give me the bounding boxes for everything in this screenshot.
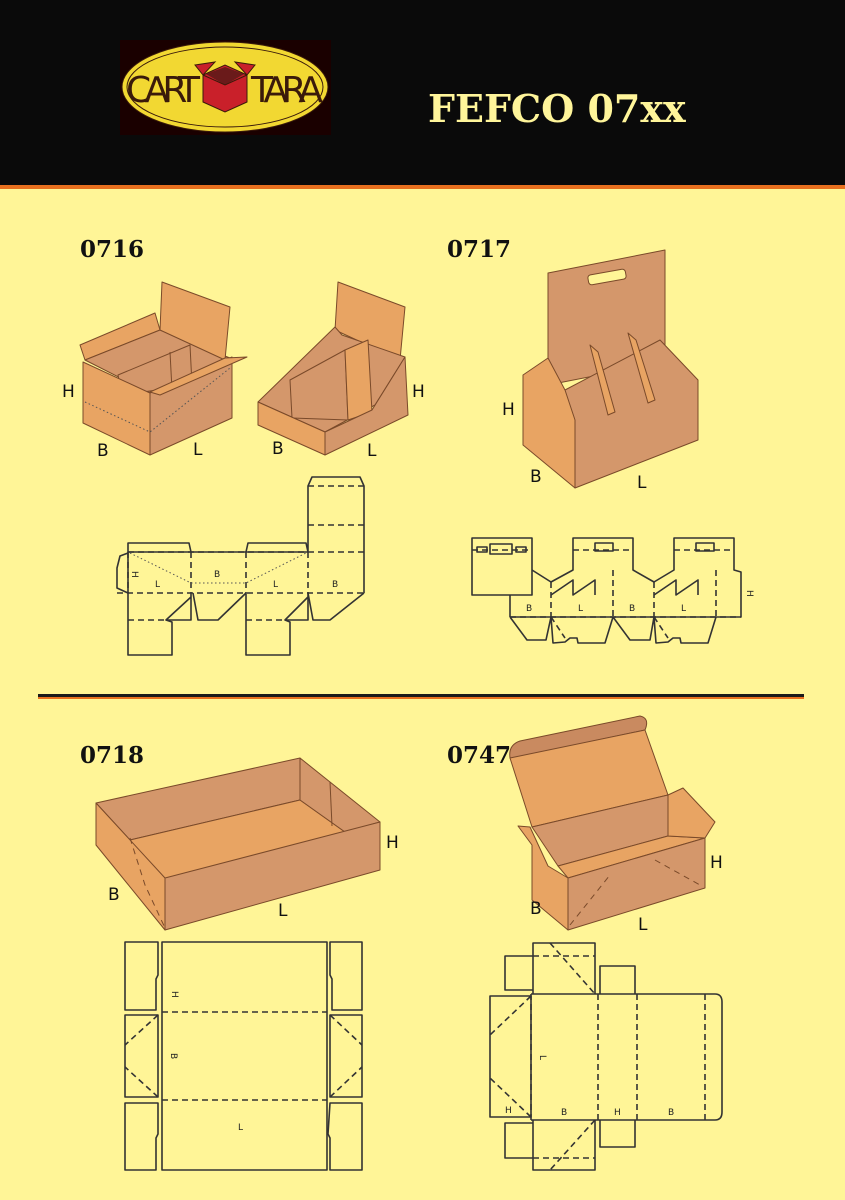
dieline-label-h: H	[505, 1106, 512, 1116]
dieline-label-h: H	[744, 590, 754, 597]
dieline-0716	[116, 476, 365, 656]
dim-b: B	[530, 467, 542, 487]
dim-b: B	[97, 441, 109, 461]
dim-l: L	[367, 441, 377, 461]
dim-h: H	[710, 853, 723, 873]
design-code-0747: 0747	[447, 742, 511, 769]
box-0716-closed-illustration	[79, 281, 248, 456]
box-0747-illustration	[509, 715, 716, 931]
dieline-label-l: L	[578, 604, 583, 614]
design-code-0718: 0718	[80, 742, 144, 769]
dieline-0718	[124, 941, 363, 1171]
dieline-label-b: B	[668, 1108, 674, 1118]
dieline-label-b: B	[214, 570, 220, 580]
dim-l: L	[638, 915, 648, 935]
dieline-label-l: L	[537, 1055, 547, 1060]
dieline-0747	[489, 942, 723, 1171]
dim-l: L	[193, 440, 203, 460]
cartatara-logo: CART TARA	[120, 40, 331, 135]
logo-text-right: TARA	[250, 70, 323, 111]
dim-l: L	[637, 473, 647, 493]
dieline-label-l: L	[238, 1123, 243, 1133]
dieline-0717	[471, 537, 742, 644]
box-0716-display-illustration	[257, 281, 409, 456]
tray-0718-illustration	[95, 757, 381, 931]
dieline-label-l: L	[681, 604, 686, 614]
design-code-0717: 0717	[447, 236, 511, 263]
dieline-label-h: H	[614, 1108, 621, 1118]
dieline-label-b: B	[332, 580, 338, 590]
dieline-label-h: H	[169, 991, 179, 998]
dieline-label-b: B	[629, 604, 635, 614]
dieline-label-h: H	[129, 571, 139, 578]
dim-h: H	[502, 400, 515, 420]
bottle-carrier-0717-illustration	[522, 249, 699, 489]
dieline-label-b: B	[561, 1108, 567, 1118]
header-divider	[0, 185, 845, 189]
dieline-label-l: L	[273, 580, 278, 590]
dim-h: H	[62, 382, 75, 402]
dim-b: B	[530, 899, 542, 919]
section-divider	[38, 694, 804, 697]
dim-h: H	[412, 382, 425, 402]
logo-text-left: CART	[126, 70, 201, 111]
dim-b: B	[108, 885, 120, 905]
dieline-label-b: B	[168, 1053, 178, 1059]
dim-b: B	[272, 439, 284, 459]
dieline-label-l: L	[155, 580, 160, 590]
page-title: FEFCO 07xx	[428, 86, 686, 131]
dieline-label-b: B	[526, 604, 532, 614]
design-code-0716: 0716	[80, 236, 144, 263]
dim-h: H	[386, 833, 399, 853]
dim-l: L	[278, 901, 288, 921]
